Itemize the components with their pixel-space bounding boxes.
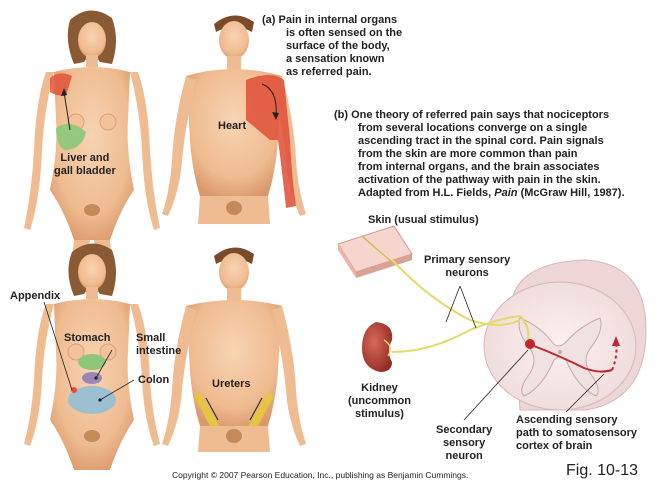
kidney-line-3: stimulus) bbox=[355, 408, 404, 420]
primary-sensory-line-2: neurons bbox=[445, 267, 489, 279]
ascending-line-3: cortex of brain bbox=[516, 440, 593, 452]
secondary-line-1: Secondary bbox=[436, 424, 493, 436]
citation-italic: Pain bbox=[494, 187, 518, 199]
spinal-cord bbox=[483, 259, 647, 411]
kidney-line-2: (uncommon bbox=[348, 395, 411, 407]
part-b-line-2: from several locations converge on a sin… bbox=[358, 122, 588, 134]
part-b-line-1: One theory of referred pain says that no… bbox=[351, 109, 610, 121]
skin-label: Skin (usual stimulus) bbox=[368, 214, 479, 226]
heart-label: Heart bbox=[218, 120, 247, 132]
part-a-line-1: Pain in internal organs bbox=[278, 14, 398, 26]
citation-suffix: (McGraw Hill, 1987). bbox=[517, 187, 625, 199]
secondary-line-2: sensory bbox=[443, 437, 486, 449]
male-figure-top bbox=[162, 15, 306, 224]
part-b-label: (b) bbox=[334, 109, 349, 121]
part-b-line-5: from internal organs, and the brain asso… bbox=[358, 161, 600, 173]
kidney-illustration bbox=[362, 322, 393, 372]
secondary-line-3: neuron bbox=[445, 450, 483, 462]
ascending-line-1: Ascending sensory bbox=[516, 414, 618, 426]
ureters-label: Ureters bbox=[212, 378, 251, 390]
part-b-line-4: from the skin are more common than pain bbox=[358, 148, 578, 160]
part-b-text: (b) One theory of referred pain says tha… bbox=[334, 109, 625, 200]
male-figure-bottom bbox=[162, 247, 306, 452]
liver-label-line-2: gall bladder bbox=[54, 165, 116, 177]
female-figure-bottom bbox=[24, 243, 160, 470]
part-a-text: (a) Pain in internal organs is often sen… bbox=[262, 14, 402, 79]
colon-label: Colon bbox=[138, 374, 170, 386]
appendix-label: Appendix bbox=[10, 290, 61, 302]
kidney-line-1: Kidney bbox=[361, 382, 398, 394]
stomach-label: Stomach bbox=[64, 332, 111, 344]
part-b-line-6: activation of the pathway with pain in t… bbox=[358, 174, 601, 186]
small-intestine-line-2: intestine bbox=[136, 345, 182, 357]
part-a-line-3: surface of the body, bbox=[286, 40, 390, 52]
part-a-line-5: as bbox=[286, 66, 302, 78]
primary-sensory-line-1: Primary sensory bbox=[424, 254, 511, 266]
liver-label: Liver and gall bladder bbox=[54, 152, 116, 178]
small-intestine-line-1: Small bbox=[136, 332, 166, 344]
figure-number: Fig. 10-13 bbox=[566, 462, 639, 479]
part-a-label: (a) bbox=[262, 14, 276, 26]
citation-prefix: Adapted from H.L. Fields, bbox=[358, 187, 495, 199]
primary-sensory-label: Primary sensory neurons bbox=[424, 254, 510, 280]
part-a-emphasis: referred pain. bbox=[301, 66, 372, 78]
neuron-pathways bbox=[391, 259, 620, 421]
female-figure-top bbox=[24, 10, 160, 260]
part-b-line-3: ascending tract in the spinal cord. Pain… bbox=[358, 135, 604, 147]
kidney-label: Kidney (uncommon stimulus) bbox=[348, 382, 411, 421]
liver-label-line-1: Liver and bbox=[60, 152, 110, 164]
part-a-line-4: a sensation known bbox=[286, 53, 385, 65]
skin-patch bbox=[337, 225, 413, 278]
secondary-sensory-label: Secondary sensory neuron bbox=[436, 424, 492, 463]
part-a-line-2: is often sensed on the bbox=[286, 27, 403, 39]
small-intestine-label: Small intestine bbox=[136, 332, 181, 358]
copyright-text: Copyright © 2007 Pearson Education, Inc.… bbox=[172, 470, 469, 480]
ascending-label: Ascending sensory path to somatosensory … bbox=[516, 414, 637, 453]
ascending-line-2: path to somatosensory bbox=[516, 427, 638, 439]
